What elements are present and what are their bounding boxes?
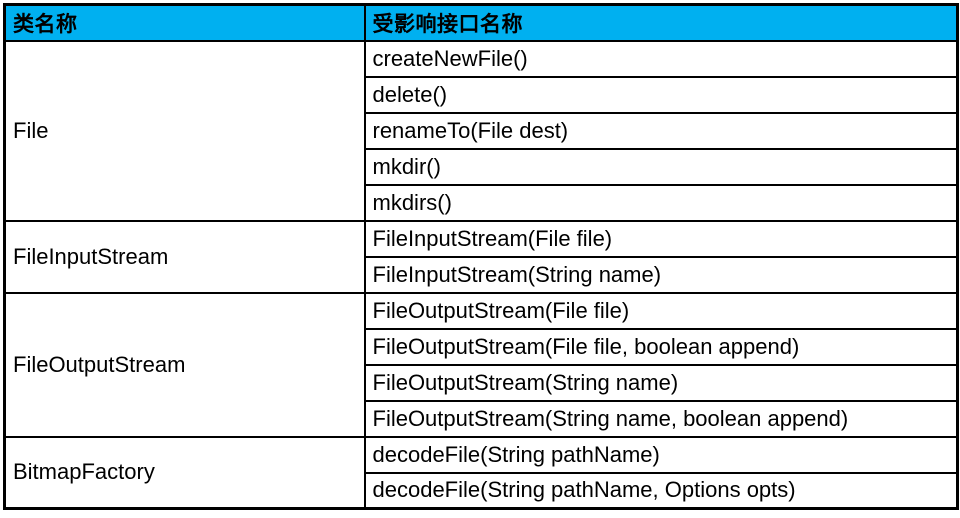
- class-cell: FileOutputStream: [3, 291, 366, 438]
- table-header: 类名称 受影响接口名称: [3, 3, 959, 42]
- header-class-column: 类名称: [3, 3, 366, 42]
- table-row: mkdirs(): [5, 183, 959, 222]
- method-cell: FileInputStream(String name): [363, 255, 959, 294]
- method-cell: delete(): [363, 75, 959, 114]
- class-cell: FileInputStream: [3, 219, 366, 294]
- method-cell: renameTo(File dest): [363, 111, 959, 150]
- table-row: renameTo(File dest): [5, 111, 959, 150]
- method-cell: mkdir(): [363, 147, 959, 186]
- method-cell: createNewFile(): [363, 39, 959, 78]
- table-row: mkdir(): [5, 147, 959, 186]
- header-interface-column: 受影响接口名称: [363, 3, 959, 42]
- method-cell: decodeFile(String pathName): [363, 435, 959, 474]
- table-row: FileInputStream(String name): [5, 255, 959, 294]
- method-cell: FileOutputStream(File file, boolean appe…: [363, 327, 959, 366]
- class-cell: File: [3, 39, 366, 222]
- class-cell: BitmapFactory: [3, 435, 366, 510]
- method-cell: mkdirs(): [363, 183, 959, 222]
- method-cell: FileInputStream(File file): [363, 219, 959, 258]
- table-row: decodeFile(String pathName, Options opts…: [5, 471, 959, 510]
- table-row: FileOutputStream(String name, boolean ap…: [5, 399, 959, 438]
- method-cell: FileOutputStream(String name, boolean ap…: [363, 399, 959, 438]
- table-row: delete(): [5, 75, 959, 114]
- header-row: 类名称 受影响接口名称: [3, 3, 959, 42]
- method-cell: FileOutputStream(String name): [363, 363, 959, 402]
- method-cell: FileOutputStream(File file): [363, 291, 959, 330]
- method-cell: decodeFile(String pathName, Options opts…: [363, 471, 959, 510]
- table-row: FileOutputStream(File file, boolean appe…: [5, 327, 959, 366]
- table-row: FileOutputStream(String name): [5, 363, 959, 402]
